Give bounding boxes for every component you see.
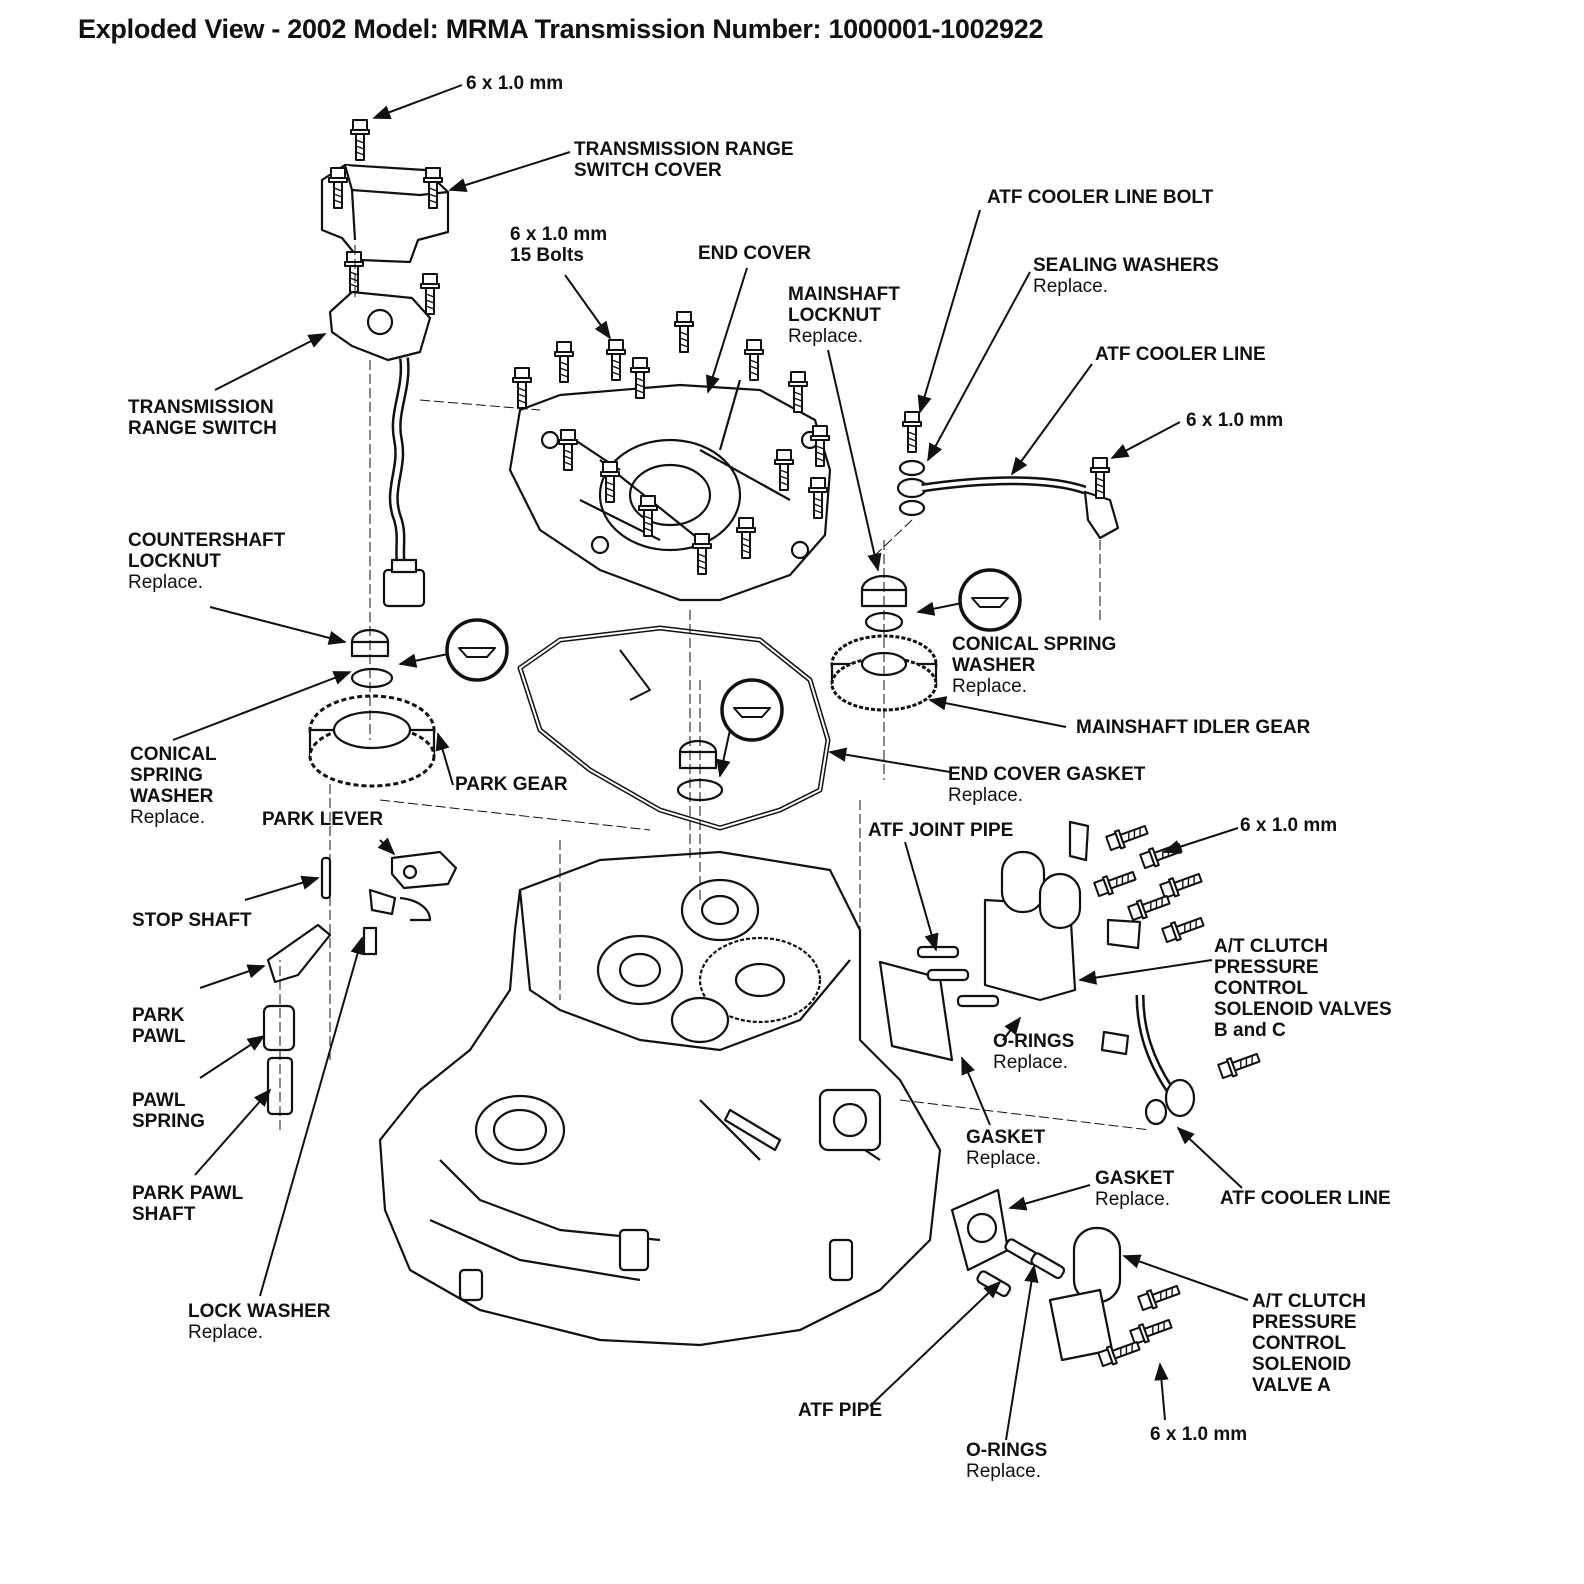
label-park-lever: PARK LEVER — [262, 809, 384, 830]
seal-part — [676, 739, 724, 802]
atf-cooler-line-upper-part — [896, 410, 1120, 540]
end-cover-gasket-part — [517, 625, 831, 831]
end-cover-part — [508, 310, 832, 602]
label-atf-cooler-line-bolt: ATF COOLER LINE BOLT — [987, 187, 1214, 208]
solenoid-bc-parts — [878, 820, 1207, 1062]
label-atf-pipe: ATF PIPE — [798, 1400, 883, 1421]
label-bolt-solenoid-bc: 6 x 1.0 mm — [1240, 815, 1338, 836]
transmission-case-part — [378, 850, 942, 1347]
leader-lines — [172, 84, 1249, 1441]
label-bolt-solenoid-a: 6 x 1.0 mm — [1150, 1424, 1248, 1445]
label-park-gear: PARK GEAR — [455, 774, 568, 795]
label-atf-cooler-line-bottom: ATF COOLER LINE — [1220, 1188, 1391, 1209]
label-atf-joint-pipe: ATF JOINT PIPE — [868, 820, 1014, 841]
park-gear-part — [308, 628, 436, 788]
label-end-cover: END COVER — [698, 243, 811, 264]
alignment-lines — [279, 245, 1151, 1131]
page-title: Exploded View - 2002 Model: MRMA Transmi… — [78, 14, 1044, 44]
range-switch-part — [328, 250, 441, 608]
label-bolt-cooler: 6 x 1.0 mm — [1186, 410, 1284, 431]
solenoid-a-parts — [950, 1188, 1183, 1369]
label-mainshaft-idler-gear: MAINSHAFT IDLER GEAR — [1076, 717, 1311, 738]
label-atf-cooler-line-top: ATF COOLER LINE — [1095, 344, 1266, 365]
diagram-parts — [262, 118, 1263, 1369]
park-mechanism-parts — [262, 850, 458, 1116]
label-bolt-top: 6 x 1.0 mm — [466, 73, 564, 94]
range-switch-cover-part — [320, 118, 450, 264]
label-stop-shaft: STOP SHAFT — [132, 910, 252, 931]
atf-cooler-line-lower-part — [1100, 994, 1263, 1126]
